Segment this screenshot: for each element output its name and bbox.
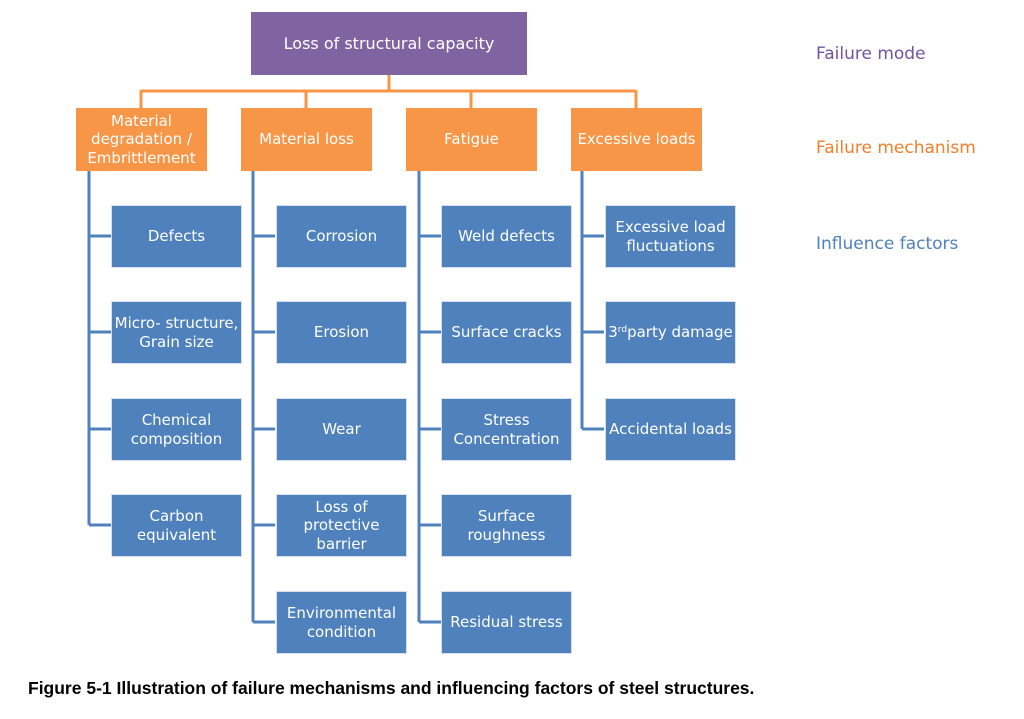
mechanism-box-excessive-loads: Excessive loads <box>571 108 702 171</box>
legend-failure-mode: Failure mode <box>816 44 926 64</box>
factor-accidental-loads: Accidental loads <box>605 398 736 461</box>
factor-corrosion: Corrosion <box>276 205 407 268</box>
factor-carbon-equivalent: Carbon equivalent <box>111 494 242 557</box>
legend-influence-factors: Influence factors <box>816 234 959 254</box>
mechanism-box-fatigue: Fatigue <box>406 108 537 171</box>
factor-loss-of-protective-barrier: Loss of protective barrier <box>276 494 407 557</box>
legend-failure-mechanism: Failure mechanism <box>816 138 976 158</box>
factor-wear: Wear <box>276 398 407 461</box>
factor-excessive-load-fluctuations: Excessive load fluctuations <box>605 205 736 268</box>
failure-mode-box: Loss of structural capacity <box>251 12 527 75</box>
factor-microstructure: Micro- structure, Grain size <box>111 301 242 364</box>
factor-stress-concentration: Stress Concentration <box>441 398 572 461</box>
factor-surface-roughness: Surface roughness <box>441 494 572 557</box>
factor-erosion: Erosion <box>276 301 407 364</box>
factor-surface-cracks: Surface cracks <box>441 301 572 364</box>
factor-environmental-condition: Environmental condition <box>276 591 407 654</box>
factor-residual-stress: Residual stress <box>441 591 572 654</box>
mechanism-box-material-loss: Material loss <box>241 108 372 171</box>
figure-caption: Figure 5-1 Illustration of failure mecha… <box>28 678 755 698</box>
factor-defects: Defects <box>111 205 242 268</box>
factor-chemical-composition: Chemical composition <box>111 398 242 461</box>
mechanism-box-embrittlement: Material degradation / Embrittlement <box>76 108 207 171</box>
factor-weld-defects: Weld defects <box>441 205 572 268</box>
